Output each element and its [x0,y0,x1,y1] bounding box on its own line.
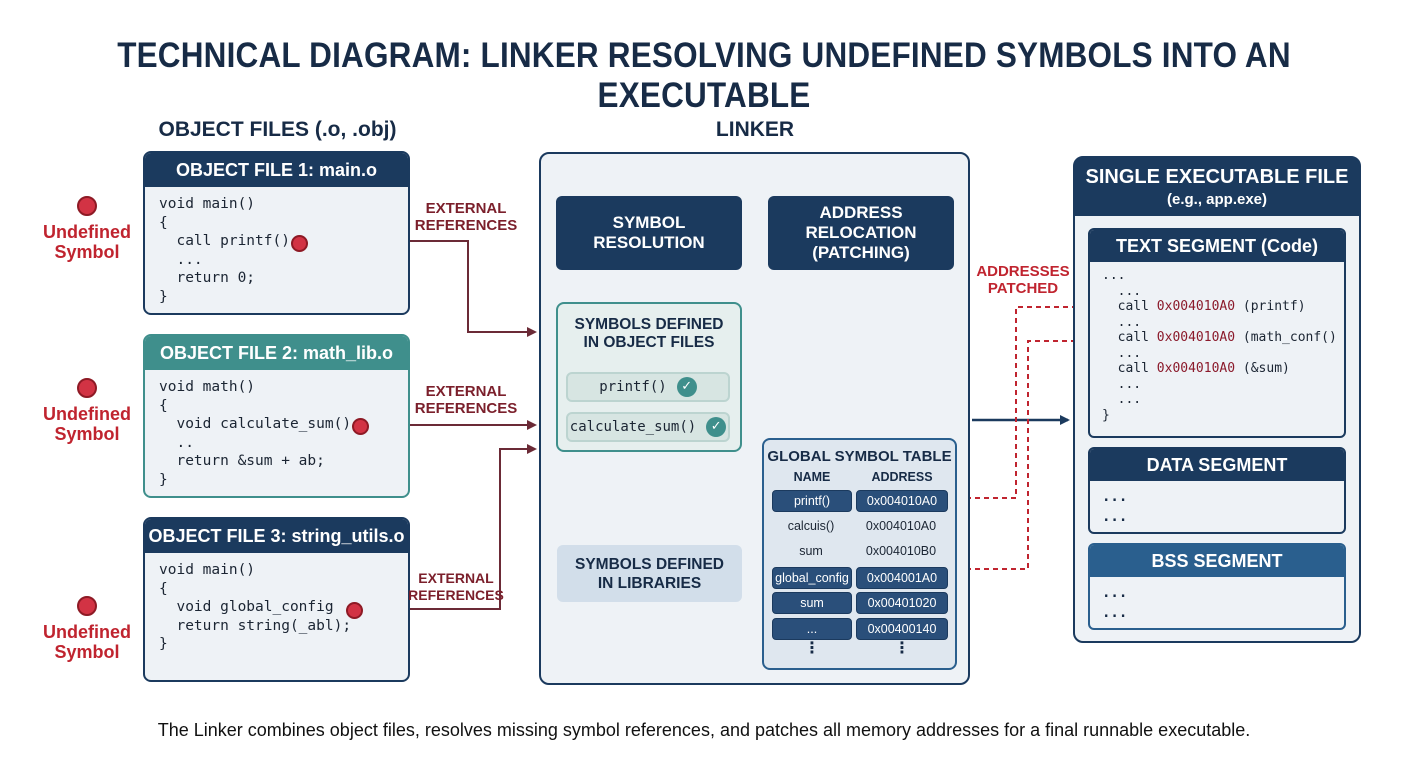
bss-segment-header: BSS SEGMENT [1090,545,1344,577]
undefined-symbol-3: Undefined Symbol [37,596,137,662]
undefined-dot-icon [77,196,97,216]
data-segment-header: DATA SEGMENT [1090,449,1344,481]
undefined-symbol-2: Undefined Symbol [37,378,137,444]
gst-row-address: 0x004010B0 [865,544,937,558]
gst-row-address: 0x004001A0 [856,566,948,589]
symbol-item-printf: printf()✓ [566,372,730,402]
gst-more-address: ⋮ [894,640,910,657]
page-title: TECHNICAL DIAGRAM: LINKER RESOLVING UNDE… [117,36,1291,115]
gst-more-name: ⋮ [804,640,820,657]
gst-col-name: NAME [793,470,831,484]
gst-row-name: ... [772,617,852,640]
undefined-dot-icon [77,596,97,616]
patch-arrow-1 [948,302,1114,499]
text-segment-line: ... [1102,392,1142,407]
patch-arrow-2 [948,340,1112,574]
text-segment-header: TEXT SEGMENT (Code) [1090,230,1344,262]
object-file-2-card: OBJECT FILE 2: math_lib.o void math(){ v… [143,334,410,498]
ref-arrow-3 [358,444,537,610]
bss-segment-body: ...... [1102,585,1128,621]
gst-col-address: ADDRESS [871,470,933,484]
text-segment-line: } [1102,407,1110,423]
data-segment-body: ...... [1102,489,1128,525]
global-config-ref-dot [346,602,363,619]
gst-title: GLOBAL SYMBOL TABLE [767,448,952,465]
undefined-dot-icon [77,378,97,398]
object-file-3-card: OBJECT FILE 3: string_utils.o void main(… [143,517,410,682]
text-segment-line: call 0x004010A0 (math_conf() [1102,330,1337,345]
text-segment-line: ... [1102,268,1126,283]
printf-ref-dot [291,235,308,252]
text-segment-line: ... [1102,283,1142,299]
text-segment-line: call 0x004010A0 (printf) [1102,299,1306,314]
object-file-1-code: void main(){ call printf() ... return 0;… [159,196,290,305]
object-file-2-header: OBJECT FILE 2: math_lib.o [145,336,408,370]
text-segment: TEXT SEGMENT (Code) ... ... call 0x00401… [1088,228,1346,438]
check-icon: ✓ [706,417,727,437]
executable-header: SINGLE EXECUTABLE FILE (e.g., app.exe) [1075,158,1359,216]
object-file-3-header: OBJECT FILE 3: string_utils.o [145,519,408,553]
linker-heading: LINKER [715,118,795,141]
data-segment: DATA SEGMENT ...... [1088,447,1346,534]
text-segment-line: ... [1102,314,1142,330]
object-file-1-header: OBJECT FILE 1: main.o [145,153,408,187]
gst-row-name: sum [799,544,823,558]
check-icon: ✓ [676,377,697,397]
gst-row-name: global_config [772,566,852,589]
text-segment-line: ... [1102,345,1142,361]
gst-row-name: printf() [772,490,852,512]
text-segment-line: ... [1102,376,1142,392]
gst-row-name: calcuis() [787,518,835,533]
gst-row-address: 0x00401020 [856,592,948,614]
executable-title: SINGLE EXECUTABLE FILE [1085,166,1349,188]
bss-segment: BSS SEGMENT ...... [1088,543,1346,630]
caption: The Linker combines object files, resolv… [157,720,1251,740]
symbol-item-calculate-sum: calculate_sum()✓ [566,412,730,442]
object-file-3-code: void main(){ void global_config return s… [159,562,352,652]
gst-row-address: 0x004010A0 [865,518,937,533]
text-segment-line: call 0x004010A0 (&sum) [1102,361,1290,376]
executable-subtitle: (e.g., app.exe) [1166,191,1268,208]
object-file-2-code: void math(){ void calculate_sum() .. ret… [159,379,352,488]
calculate-sum-ref-dot [352,418,369,435]
gst-row-address: 0x004010A0 [856,490,948,512]
text-segment-code: ... ... call 0x004010A0 (printf) ... cal… [1090,262,1344,429]
gst-row-address: 0x00400140 [856,617,948,640]
undefined-symbol-1: Undefined Symbol [37,196,137,262]
object-files-heading: OBJECT FILES (.o, .obj) [158,118,397,141]
gst-row-name: sum [772,592,852,614]
object-file-1-card: OBJECT FILE 1: main.o void main(){ call … [143,151,410,315]
global-symbol-table: GLOBAL SYMBOL TABLE NAME ADDRESS printf(… [762,438,957,670]
